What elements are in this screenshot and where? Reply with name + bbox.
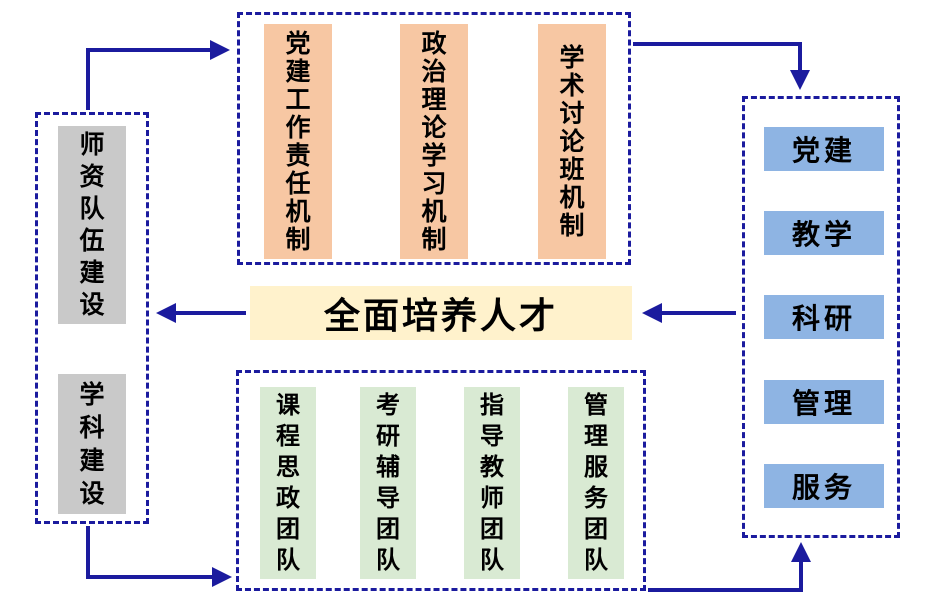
function-box-research: 科研: [764, 295, 884, 339]
function-panel: 党建 教学 科研 管理 服务: [742, 96, 900, 538]
construction-box-faculty: 师资队伍建设: [58, 126, 126, 324]
team-box-curriculum: 课程思政团队: [260, 387, 316, 579]
mechanism-box-party-work: 党建工作责任机制: [264, 24, 332, 259]
team-label-curriculum: 课程思政团队: [276, 391, 300, 574]
team-label-supervisors: 指导教师团队: [480, 391, 504, 574]
function-box-service: 服务: [764, 464, 884, 508]
arrow-top-to-right: [633, 42, 810, 90]
mechanism-box-academic-seminar: 学术讨论班机制: [538, 24, 606, 259]
team-box-supervisors: 指导教师团队: [464, 387, 520, 579]
team-label-postgrad-tutoring: 考研辅导团队: [376, 391, 400, 574]
mechanism-panel: 党建工作责任机制 政治理论学习机制 学术讨论班机制: [237, 12, 631, 265]
function-box-management: 管理: [764, 380, 884, 424]
arrow-left-to-top: [86, 40, 230, 110]
team-box-management-service: 管理服务团队: [568, 387, 624, 579]
mechanism-box-political-theory: 政治理论学习机制: [400, 24, 468, 259]
function-box-teaching: 教学: [764, 211, 884, 255]
construction-box-discipline: 学科建设: [58, 374, 126, 514]
center-goal-box: 全面培养人才: [250, 286, 632, 340]
construction-label-discipline: 学科建设: [79, 380, 105, 508]
mechanism-label-academic-seminar: 学术讨论班机制: [559, 42, 585, 240]
function-box-party-building: 党建: [764, 127, 884, 171]
team-box-postgrad-tutoring: 考研辅导团队: [360, 387, 416, 579]
mechanism-label-political-theory: 政治理论学习机制: [421, 28, 447, 254]
team-label-management-service: 管理服务团队: [584, 391, 608, 574]
construction-label-faculty: 师资队伍建设: [79, 130, 105, 319]
mechanism-label-party-work: 党建工作责任机制: [285, 28, 311, 254]
arrow-bottom-to-right: [648, 542, 811, 592]
arrow-left-to-bottom: [86, 526, 232, 587]
team-panel: 课程思政团队 考研辅导团队 指导教师团队 管理服务团队: [236, 370, 646, 591]
construction-panel: 师资队伍建设 学科建设: [35, 112, 149, 524]
